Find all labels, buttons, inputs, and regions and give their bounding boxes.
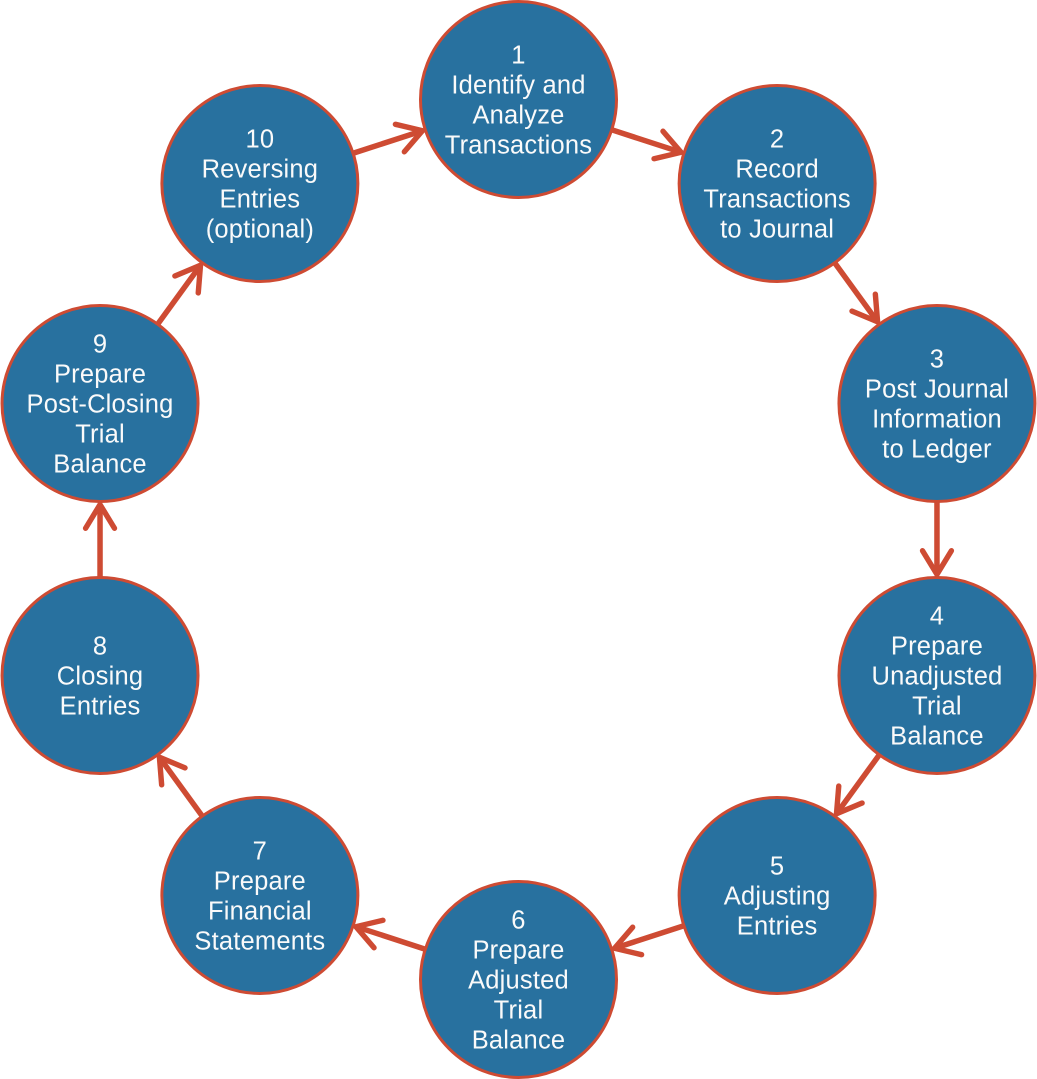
arrow-step-4-to-5: [833, 749, 884, 818]
step-label-line: Adjusted: [468, 967, 569, 995]
arrow-step-10-to-1: [348, 121, 428, 158]
step-circle: [160, 84, 360, 284]
step-number: 3: [930, 346, 944, 374]
step-circle: [677, 84, 877, 284]
step-label-line: Record: [735, 156, 818, 184]
arrow-step-1-to-2: [607, 125, 687, 162]
step-label-line: Adjusting: [724, 882, 831, 910]
step-number: 4: [930, 602, 944, 630]
arrow-step-6-to-7: [350, 917, 430, 954]
step-circle: [837, 575, 1037, 775]
step-circle: [0, 304, 200, 504]
arrow-step-9-to-10: [153, 261, 204, 330]
step-label-line: to Journal: [720, 216, 834, 244]
step-label-line: Prepare: [891, 632, 983, 660]
step-number: 6: [511, 907, 525, 935]
cycle-arrows: [82, 121, 955, 958]
step-label-line: Information: [872, 406, 1002, 434]
step-number: 1: [511, 42, 525, 70]
step-circle: [677, 795, 877, 995]
step-label-line: Entries: [60, 692, 141, 720]
step-number: 2: [770, 126, 784, 154]
step-label-line: Entries: [219, 186, 300, 214]
step-label-line: Transactions: [445, 132, 592, 160]
step-label-line: Balance: [53, 451, 147, 479]
step-label-line: Transactions: [703, 186, 850, 214]
step-label-line: (optional): [206, 216, 314, 244]
step-label-line: Prepare: [54, 361, 146, 389]
step-circle: [0, 575, 200, 775]
step-label-line: Statements: [194, 927, 325, 955]
step-label-line: Financial: [208, 897, 312, 925]
arrow-step-7-to-8: [156, 752, 207, 822]
step-label-line: Analyze: [472, 102, 564, 130]
step-label-line: Trial: [912, 692, 962, 720]
step-label-line: Trial: [494, 997, 544, 1025]
step-label-line: Closing: [57, 662, 143, 690]
step-label-line: Identify and: [451, 72, 585, 100]
step-circle: [837, 304, 1037, 504]
step-label-line: Prepare: [472, 937, 564, 965]
step-label-line: Reversing: [202, 156, 319, 184]
step-circle: [419, 0, 618, 199]
step-label-line: Trial: [75, 421, 125, 449]
step-label-line: Post Journal: [865, 376, 1009, 404]
step-label-line: Balance: [890, 722, 984, 750]
step-label-line: Entries: [737, 912, 818, 940]
step-label-line: Post-Closing: [27, 391, 174, 419]
step-number: 9: [93, 331, 107, 359]
step-number: 10: [245, 126, 274, 154]
step-number: 7: [253, 837, 267, 865]
step-circle: [160, 795, 360, 995]
step-label-line: to Ledger: [882, 436, 992, 464]
arrow-step-2-to-3: [830, 257, 881, 327]
step-circle: [419, 880, 618, 1079]
step-number: 5: [770, 852, 784, 880]
step-label-line: Unadjusted: [871, 662, 1002, 690]
step-label-line: Prepare: [214, 867, 306, 895]
step-label-line: Balance: [472, 1027, 566, 1055]
step-number: 8: [93, 632, 107, 660]
arrow-step-5-to-6: [609, 921, 689, 958]
